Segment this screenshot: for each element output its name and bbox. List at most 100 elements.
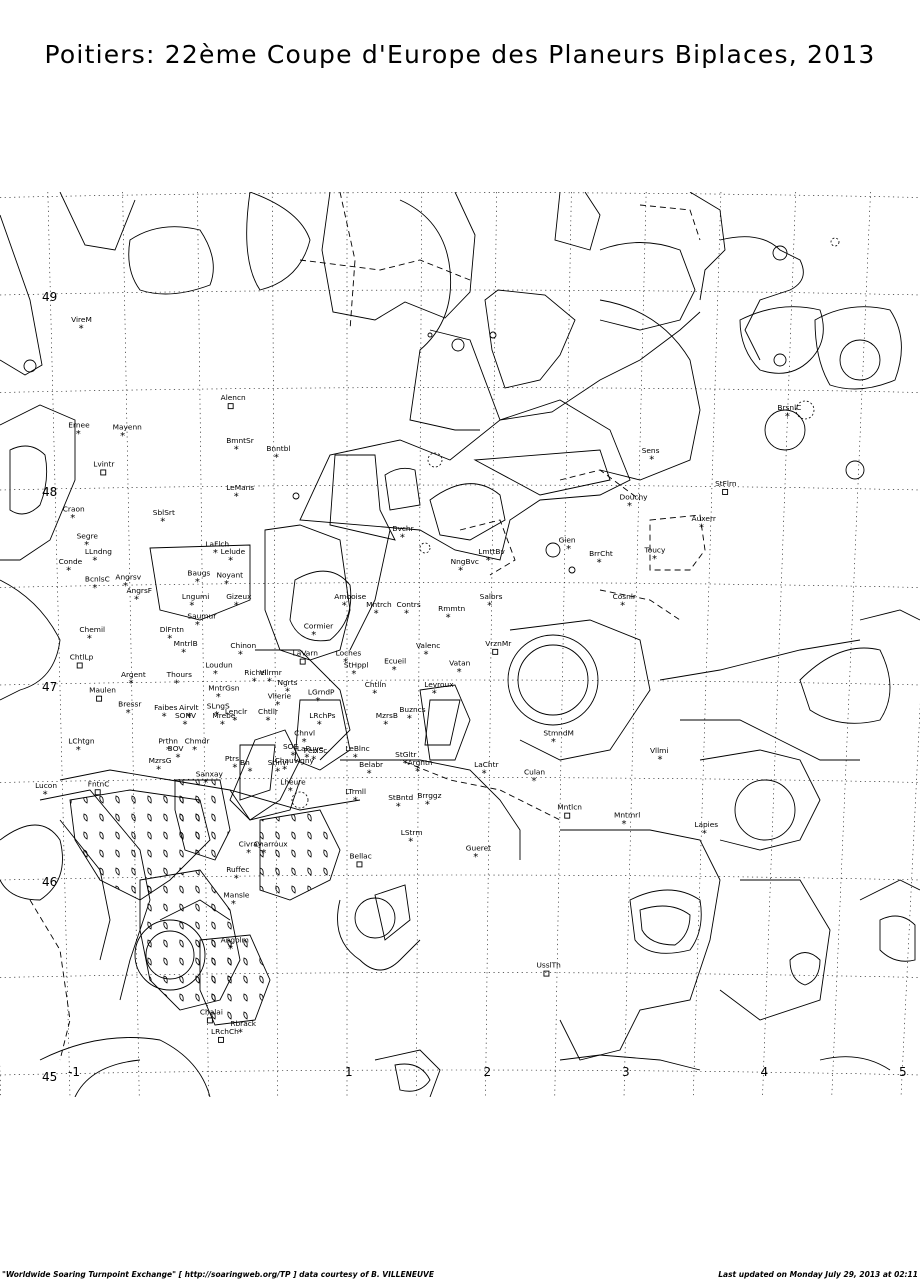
turnpoint[interactable]: *Levroux xyxy=(424,680,454,700)
turnpoint[interactable]: *Mntrch xyxy=(366,600,392,620)
turnpoint[interactable]: *LChtgn xyxy=(68,736,95,756)
turnpoint[interactable]: *SLngS xyxy=(207,701,230,721)
turnpoint[interactable]: *Loudun xyxy=(205,660,233,680)
turnpoint[interactable]: *Valenc xyxy=(416,641,440,661)
turnpoint[interactable]: LaVarn xyxy=(293,649,319,665)
turnpoint[interactable]: *Conde xyxy=(59,557,83,577)
turnpoint[interactable]: *Angolm xyxy=(221,935,249,955)
turnpoint[interactable]: *Toucy xyxy=(643,545,666,565)
turnpoint[interactable]: *LmttBv xyxy=(478,547,505,567)
turnpoint[interactable]: *LTrmll xyxy=(345,787,366,807)
turnpoint[interactable]: *Prthn xyxy=(158,736,178,756)
turnpoint[interactable]: *Angrsv xyxy=(115,573,141,593)
turnpoint[interactable]: *BrsnlC xyxy=(777,403,801,423)
turnpoint[interactable]: *LaFlch xyxy=(205,539,229,559)
turnpoint[interactable]: *LeMans xyxy=(226,483,254,503)
turnpoint[interactable]: *Brrggz xyxy=(417,791,441,811)
turnpoint[interactable]: *Chnvl xyxy=(294,729,315,749)
turnpoint[interactable]: *Rmmtn xyxy=(438,604,465,624)
turnpoint[interactable]: *LStrm xyxy=(401,828,423,848)
turnpoint[interactable]: *Loches xyxy=(336,649,362,669)
turnpoint[interactable]: *MzrsG xyxy=(149,756,172,776)
turnpoint[interactable]: *MntrGsn xyxy=(208,684,240,704)
turnpoint[interactable]: *Chinon xyxy=(230,641,256,661)
turnpoint[interactable]: *Saumur xyxy=(187,612,217,632)
turnpoint[interactable]: FntnC xyxy=(88,779,110,796)
turnpoint[interactable]: *Contrs xyxy=(397,600,421,620)
turnpoint[interactable]: Lvintr xyxy=(93,459,115,476)
turnpoint[interactable]: *LaPuye xyxy=(297,744,324,764)
turnpoint[interactable]: *Ngrts xyxy=(277,678,297,698)
turnpoint[interactable]: *3OV xyxy=(168,744,183,764)
turnpoint[interactable]: Chalai xyxy=(200,1007,223,1024)
turnpoint[interactable]: *Lelude xyxy=(221,547,246,567)
turnpoint[interactable]: *Vatan xyxy=(449,658,470,678)
turnpoint[interactable]: *Thours xyxy=(166,670,192,690)
turnpoint[interactable]: UsslTh xyxy=(536,961,561,977)
turnpoint[interactable]: *Gueret xyxy=(466,844,491,864)
turnpoint[interactable]: StFlrn xyxy=(715,479,737,495)
turnpoint[interactable]: *Rbrack xyxy=(230,1019,256,1039)
turnpoint[interactable]: *MntrlB xyxy=(174,639,198,659)
turnpoint[interactable]: Bellac xyxy=(349,851,372,868)
turnpoint[interactable]: *Charroux xyxy=(254,840,288,860)
turnpoint[interactable]: *Belabr xyxy=(359,760,384,780)
turnpoint[interactable]: *Culan xyxy=(524,768,545,788)
turnpoint[interactable]: *LeBlnc xyxy=(345,744,369,764)
turnpoint[interactable]: *Bressr xyxy=(118,699,142,719)
turnpoint[interactable]: VrznMr xyxy=(485,639,512,655)
turnpoint[interactable]: *Douchy xyxy=(620,493,649,512)
turnpoint[interactable]: *Amboise xyxy=(334,592,366,612)
turnpoint[interactable]: *Vllrmr xyxy=(259,668,282,688)
turnpoint[interactable]: *Craon xyxy=(63,504,85,524)
turnpoint[interactable]: *Cosnlr xyxy=(613,592,637,612)
turnpoint[interactable]: *Cormier xyxy=(304,621,334,641)
turnpoint[interactable]: *StGltr xyxy=(395,750,417,770)
footer-url[interactable]: [ http://soaringweb.org/TP ] xyxy=(176,1270,300,1279)
turnpoint[interactable]: *Ernee xyxy=(68,420,90,440)
turnpoint[interactable]: *Chmdr xyxy=(185,736,211,756)
turnpoint[interactable]: *Vllerie xyxy=(268,692,292,712)
turnpoint[interactable]: Maulen xyxy=(89,686,116,702)
turnpoint[interactable]: *Baugs xyxy=(187,569,210,589)
turnpoint[interactable]: *BmntSr xyxy=(226,436,255,456)
turnpoint[interactable]: *Auxerr xyxy=(692,514,717,534)
turnpoint[interactable]: *Lenclr xyxy=(225,707,248,727)
turnpoint[interactable]: *LRchPs xyxy=(309,711,335,731)
turnpoint[interactable]: *Bn xyxy=(240,758,253,778)
turnpoint[interactable]: *SblSrt xyxy=(153,508,175,528)
turnpoint[interactable]: *Ptrs xyxy=(225,754,239,774)
turnpoint[interactable]: *Mansle xyxy=(223,890,249,910)
turnpoint[interactable]: *Noyant xyxy=(217,571,244,591)
turnpoint[interactable]: *Ecueil xyxy=(384,656,406,676)
turnpoint[interactable]: *Argent xyxy=(121,670,146,690)
turnpoint[interactable]: *Buzncs xyxy=(399,705,425,725)
turnpoint[interactable]: *Chauvigny xyxy=(275,756,315,776)
turnpoint[interactable]: *MzrsB xyxy=(376,711,398,731)
turnpoint[interactable]: *Chemil xyxy=(79,625,105,645)
turnpoint[interactable]: ChtlLp xyxy=(70,653,94,669)
turnpoint[interactable]: *Lapies xyxy=(694,820,718,840)
turnpoint[interactable]: *Lucon xyxy=(35,781,57,801)
turnpoint[interactable]: *SONV xyxy=(175,711,196,731)
turnpoint[interactable]: *LLndng xyxy=(85,547,112,567)
turnpoint[interactable]: *Segre xyxy=(77,532,99,552)
turnpoint[interactable]: *Civray xyxy=(239,840,263,860)
turnpoint[interactable]: *Stlnvi xyxy=(268,758,289,778)
turnpoint[interactable]: *AngrsF xyxy=(126,586,152,606)
turnpoint[interactable]: Alencn xyxy=(221,393,246,410)
turnpoint[interactable]: *Mntmrl xyxy=(614,810,640,830)
turnpoint[interactable]: *Sanxay xyxy=(196,770,224,790)
turnpoint[interactable]: *Chtlln xyxy=(365,680,387,700)
turnpoint[interactable]: *StHppl xyxy=(344,660,369,680)
turnpoint[interactable]: *StBntd xyxy=(388,793,413,813)
turnpoint[interactable]: *BcnlsC xyxy=(85,575,110,595)
turnpoint[interactable]: *Mayenn xyxy=(113,422,143,442)
turnpoint[interactable]: *NngBvc xyxy=(451,557,479,577)
turnpoint[interactable]: *StmndM xyxy=(543,729,574,749)
turnpoint[interactable]: *Salbrs xyxy=(480,592,503,612)
turnpoint[interactable]: *Bvchr xyxy=(392,524,414,544)
turnpoint[interactable]: *Mrebe xyxy=(212,711,235,731)
turnpoint[interactable]: *Sens xyxy=(642,446,660,466)
turnpoint[interactable]: *DlFntn xyxy=(160,625,185,645)
